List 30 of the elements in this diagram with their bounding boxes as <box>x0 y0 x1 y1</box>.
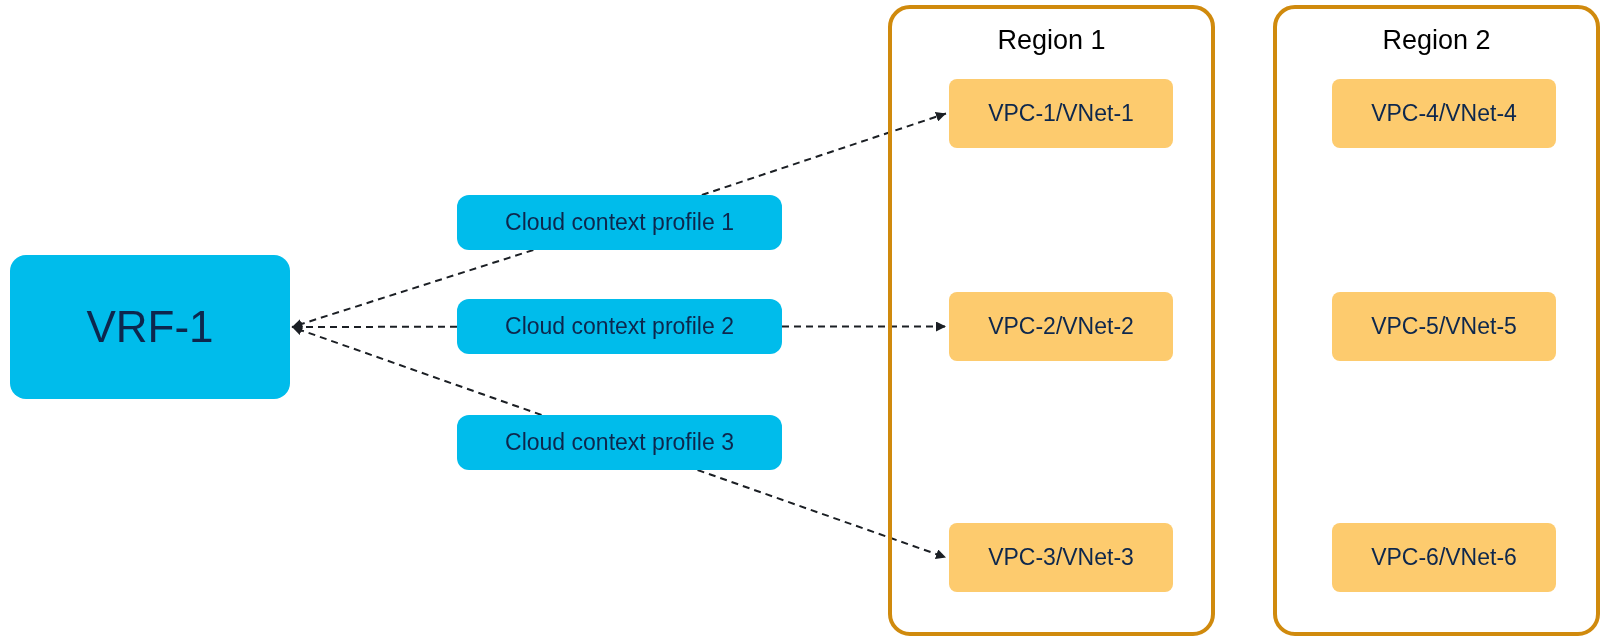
node-label: VPC-5/VNet-5 <box>1371 313 1517 340</box>
dashed-arrow <box>696 469 947 559</box>
region-title: Region 2 <box>1382 25 1491 56</box>
region-container <box>1273 5 1600 636</box>
vpc-box <box>949 523 1173 592</box>
node-label: Cloud context profile 3 <box>505 429 734 456</box>
vpc-box <box>949 292 1173 361</box>
vpc-box <box>1332 292 1556 361</box>
dashed-arrow <box>291 249 535 329</box>
region-container <box>888 5 1215 636</box>
profile-box <box>457 415 782 470</box>
node-label: VPC-4/VNet-4 <box>1371 100 1517 127</box>
node-label: VRF-1 <box>86 302 214 352</box>
vrf-box <box>10 255 290 399</box>
node-label: Cloud context profile 2 <box>505 313 734 340</box>
dashed-arrow <box>781 321 947 332</box>
node-label: VPC-2/VNet-2 <box>988 313 1134 340</box>
region-title: Region 1 <box>997 25 1106 56</box>
node-label: VPC-6/VNet-6 <box>1371 544 1517 571</box>
vpc-box <box>1332 523 1556 592</box>
node-label: VPC-1/VNet-1 <box>988 100 1134 127</box>
node-label: VPC-3/VNet-3 <box>988 544 1134 571</box>
node-label: Cloud context profile 1 <box>505 209 734 236</box>
dashed-arrow <box>700 111 947 196</box>
vpc-box <box>1332 79 1556 148</box>
dashed-arrow <box>291 322 458 332</box>
vpc-box <box>949 79 1173 148</box>
profile-box <box>457 299 782 354</box>
dashed-arrow <box>291 325 543 416</box>
profile-box <box>457 195 782 250</box>
